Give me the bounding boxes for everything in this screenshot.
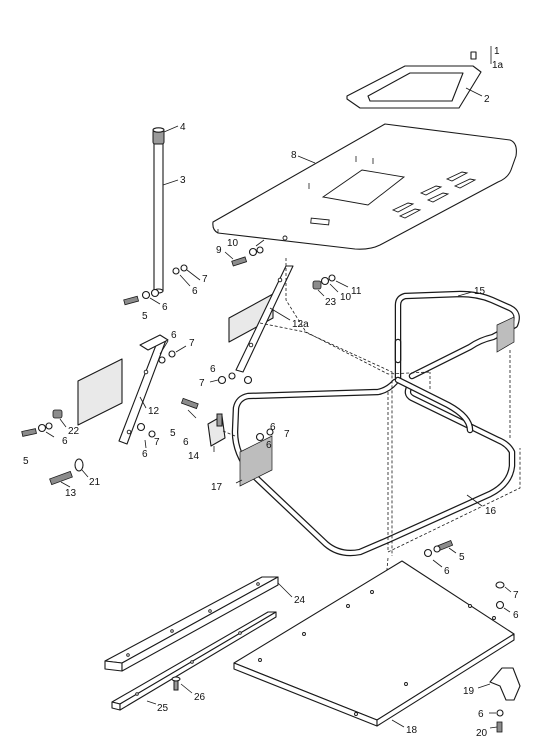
part-19-bracket [477, 667, 521, 701]
callout-18: 18 [406, 725, 418, 736]
hardware-post-bolts [123, 264, 201, 306]
callout-24: 24 [294, 595, 306, 606]
part-9-bolt [224, 251, 248, 267]
part-12a-bracket [228, 265, 294, 373]
assembly-lines [222, 258, 521, 581]
callout-5c: 5 [23, 456, 29, 467]
part-4-post-cap [152, 125, 179, 145]
callout-7c: 7 [199, 378, 205, 389]
callout-7a: 7 [202, 274, 208, 285]
part-24-rail [104, 576, 293, 672]
callout-6e: 6 [270, 422, 276, 433]
part-16-frame-bottom [231, 376, 516, 557]
callout-6a: 6 [192, 286, 198, 297]
hardware-left-bolt [21, 422, 55, 438]
callout-7e: 7 [154, 437, 160, 448]
part-20-screw [489, 709, 504, 733]
callout-1: 1 [494, 46, 500, 57]
callout-11: 11 [351, 286, 362, 297]
callout-25: 25 [157, 703, 169, 714]
callout-2: 2 [484, 94, 490, 105]
part-17-mesh-panel [235, 435, 273, 487]
callout-6k: 6 [513, 610, 519, 621]
callout-12a: 12a [292, 319, 309, 330]
part-21-washer [74, 458, 89, 478]
part-18-bottom-plate [233, 560, 515, 728]
part-2-cover-frame [346, 65, 483, 109]
callout-21: 21 [89, 477, 101, 488]
part-13-bolt [49, 470, 73, 488]
callout-4: 4 [180, 122, 186, 133]
callout-5a: 5 [142, 311, 148, 322]
part-22-spacer [52, 409, 67, 428]
callout-3: 3 [180, 175, 186, 186]
part-25-angle-rail [111, 611, 277, 711]
callout-22: 22 [68, 426, 80, 437]
part-14-clip [180, 397, 226, 452]
callout-19: 19 [463, 686, 475, 697]
callout-6h: 6 [266, 440, 272, 451]
callout-6i: 6 [142, 449, 148, 460]
part-15-frame-top [394, 290, 520, 382]
callout-17: 17 [211, 482, 223, 493]
part-8-top-plate [212, 123, 517, 250]
callout-12: 12 [148, 406, 160, 417]
callout-10b: 10 [340, 292, 352, 303]
callout-7f: 7 [513, 590, 519, 601]
callout-9: 9 [216, 245, 222, 256]
callout-20: 20 [476, 728, 488, 739]
callout-labels: 1 1a 2 4 8 3 10 9 7 6 15 11 10 23 6 5 12… [23, 46, 519, 739]
callout-6c: 6 [171, 330, 177, 341]
callout-6g: 6 [183, 437, 189, 448]
callout-23: 23 [325, 297, 337, 308]
part-8-vent-slots [391, 171, 477, 219]
callout-1a: 1a [492, 60, 504, 71]
callout-26: 26 [194, 692, 206, 703]
hardware-18-bolts [423, 540, 512, 613]
hardware-12-bolts [136, 340, 187, 449]
part-23-11-hardware [312, 274, 349, 297]
callout-14: 14 [188, 451, 200, 462]
part-26-pin [171, 676, 193, 694]
callout-10a: 10 [227, 238, 239, 249]
callout-13: 13 [65, 488, 77, 499]
part-10-washer [248, 239, 265, 257]
hardware-12a-bolts [209, 372, 253, 385]
callout-6f: 6 [62, 436, 68, 447]
callout-6d: 6 [210, 364, 216, 375]
callout-8: 8 [291, 150, 297, 161]
callout-6b: 6 [162, 302, 168, 313]
part-1-knob [470, 46, 492, 64]
callout-6j: 6 [444, 566, 450, 577]
callout-5b: 5 [170, 428, 176, 439]
callout-6l: 6 [478, 709, 484, 720]
callout-16: 16 [485, 506, 497, 517]
part-15-mesh-panel [496, 316, 515, 353]
part-12-bracket [77, 334, 169, 445]
callout-15: 15 [474, 286, 486, 297]
callout-7b: 7 [189, 338, 195, 349]
callout-7d: 7 [284, 429, 290, 440]
callout-5d: 5 [459, 552, 465, 563]
